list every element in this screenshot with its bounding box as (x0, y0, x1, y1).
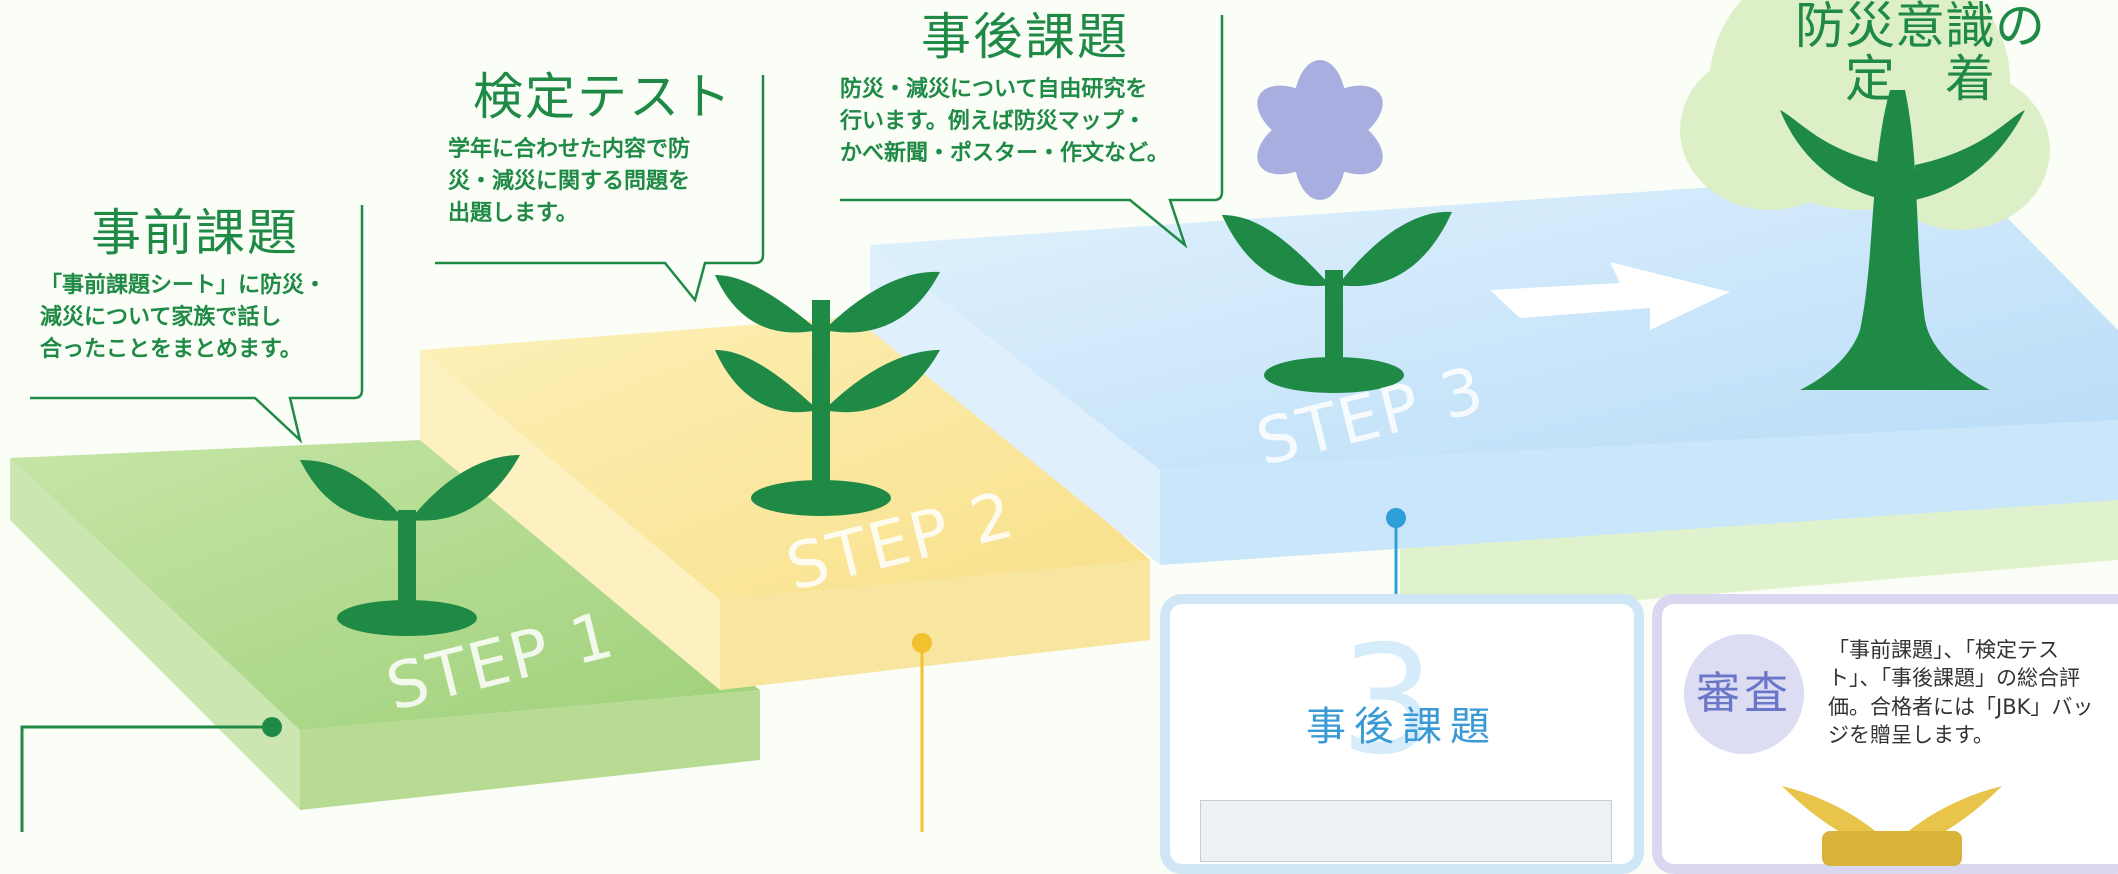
callout-test: 検定テスト 学年に合わせた内容で防 災・減災に関する問題を 出題します。 (448, 72, 758, 230)
callout-line: 学年に合わせた内容で防 (448, 137, 691, 162)
post-task-panel: 3 事後課題 (1160, 594, 1644, 874)
flower-icon (1222, 60, 1452, 393)
connector-step1 (20, 725, 272, 832)
judging-line: 価。合格者には「JBK」バッ (1828, 694, 2094, 719)
judging-line: 「事前課題」、「検定テス (1828, 638, 2059, 662)
callout-line: 出題します。 (448, 200, 578, 226)
step2-top (420, 315, 1150, 600)
step3-top (870, 170, 2118, 470)
callout-title: 事前課題 (91, 204, 299, 262)
judging-line: ジを贈呈します。 (1828, 723, 1994, 748)
judging-line: ト」、「事後課題」の総合評 (1828, 666, 2080, 691)
goal-line: 定 着 (1845, 49, 1995, 108)
judging-text: 「事前課題」、「検定テス ト」、「事後課題」の総合評 価。合格者には「JBK」バ… (1828, 636, 2118, 749)
callout-line: 防災・減災について自由研究を (840, 77, 1148, 102)
sprout-icon-1 (300, 455, 520, 636)
goal-line: 防災意識の (1795, 0, 2045, 55)
callout-line: 「事前課題シート」に防災・ (40, 273, 327, 298)
goal-text: 防災意識の 定 着 (1770, 0, 2070, 105)
panel-title: 事後課題 (1306, 704, 1498, 750)
callout-line: 合ったことをまとめます。 (40, 336, 302, 362)
callout-borders (30, 15, 1224, 444)
judging-panel: 審査 「事前課題」、「検定テス ト」、「事後課題」の総合評 価。合格者には「JB… (1652, 594, 2118, 874)
callout-pre-task: 事前課題 「事前課題シート」に防災・ 減災について家族で話し 合ったことをまとめ… (40, 208, 350, 366)
callout-line: 行います。例えば防災マップ・ (840, 108, 1146, 134)
arrow (1490, 262, 1730, 330)
step-platforms (10, 0, 2118, 832)
step-number: 3 (1340, 614, 1436, 788)
callout-line: 減災について家族で話し (40, 304, 282, 330)
callout-post-task: 事後課題 防災・減災について自由研究を 行います。例えば防災マップ・ かべ新聞・… (840, 12, 1210, 170)
callout-line: 災・減災に関する問題を (448, 168, 691, 194)
step1-side (10, 458, 300, 810)
badge-icon (1782, 786, 2002, 866)
callout-title: 事後課題 (921, 8, 1129, 66)
step1-top (10, 440, 760, 730)
map-thumbnail (1200, 800, 1612, 862)
tree-icon (1680, 0, 2050, 390)
callout-title: 検定テスト (473, 68, 733, 126)
sprout-icon-2 (715, 271, 940, 516)
callout-line: かべ新聞・ポスター・作文など。 (840, 140, 1169, 166)
judging-seal: 審査 (1684, 634, 1804, 754)
steps-illustration: STEP 1 STEP 2 STEP 3 事前課題 「事前課題シート」に防災・ … (10, 0, 2118, 874)
